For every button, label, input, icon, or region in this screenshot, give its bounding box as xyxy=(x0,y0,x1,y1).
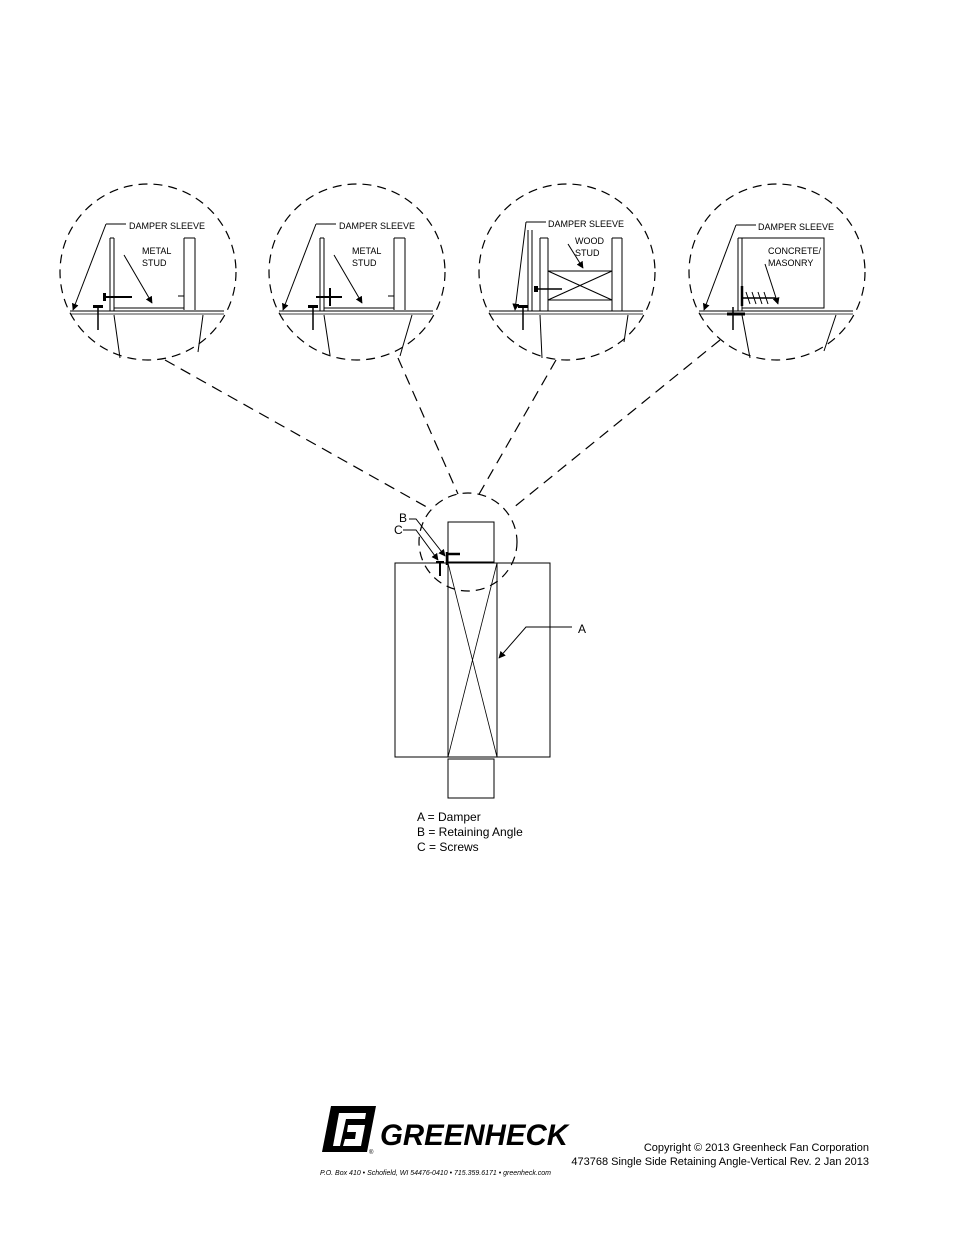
detail-4-boundary xyxy=(688,183,866,361)
detail-2-wall-label-line2: STUD xyxy=(352,258,377,268)
wall-opening xyxy=(394,562,551,758)
copyright-line: Copyright © 2013 Greenheck Fan Corporati… xyxy=(643,1142,869,1154)
detail-3-sleeve-label: DAMPER SLEEVE xyxy=(548,219,624,229)
detail-metal-stud-2: DAMPER SLEEVE METAL STUD xyxy=(268,183,446,361)
logo-wordmark: GREENHECK xyxy=(380,1119,570,1152)
detail-3-wall-label-line2: STUD xyxy=(575,248,600,258)
greenheck-logo: ® GREENHECK xyxy=(322,1106,570,1156)
legend-item-damper: A = Damper xyxy=(417,810,481,824)
detail-3-wall-label-line1: WOOD xyxy=(575,236,604,246)
damper-cross-2 xyxy=(447,562,498,758)
company-address: P.O. Box 410 • Schofield, WI 54476-0410 … xyxy=(320,1170,551,1177)
detail-4-wall-label-line2: MASONRY xyxy=(768,258,813,268)
detail-1-wall-label-line1: METAL xyxy=(142,246,171,256)
callout-c: C xyxy=(394,523,403,537)
detail-1-wall-label-line2: STUD xyxy=(142,258,167,268)
main-elevation: B C A xyxy=(394,492,586,799)
legend: A = Damper B = Retaining Angle C = Screw… xyxy=(417,810,523,855)
legend-item-retaining-angle: B = Retaining Angle xyxy=(417,825,523,839)
detail-metal-stud-1: DAMPER SLEEVE METAL STUD xyxy=(59,183,237,361)
legend-item-screws: C = Screws xyxy=(417,840,479,854)
copyright-block: Copyright © 2013 Greenheck Fan Corporati… xyxy=(571,1141,869,1169)
duct-top xyxy=(447,521,495,563)
detail-3-boundary xyxy=(478,183,656,361)
document-number: 473768 Single Side Retaining Angle-Verti… xyxy=(571,1156,869,1168)
detail-1-sleeve-label: DAMPER SLEEVE xyxy=(129,221,205,231)
detail-1-boundary xyxy=(59,183,237,361)
duct-bottom xyxy=(447,758,495,799)
detail-4-sleeve-label: DAMPER SLEEVE xyxy=(758,222,834,232)
callout-a: A xyxy=(578,622,586,636)
callout-b: B xyxy=(399,511,407,525)
detail-2-wall-label-line1: METAL xyxy=(352,246,381,256)
svg-text:®: ® xyxy=(369,1149,374,1156)
detail-wood-stud: DAMPER SLEEVE WOOD STUD xyxy=(478,183,656,361)
detail-leader-lines xyxy=(164,339,721,511)
detail-callout-circle xyxy=(418,492,518,592)
detail-2-boundary xyxy=(268,183,446,361)
detail-4-wall-label-line1: CONCRETE/ xyxy=(768,246,822,256)
detail-2-sleeve-label: DAMPER SLEEVE xyxy=(339,221,415,231)
detail-concrete-masonry: DAMPER SLEEVE CONCRETE/ MASONRY xyxy=(688,183,866,361)
